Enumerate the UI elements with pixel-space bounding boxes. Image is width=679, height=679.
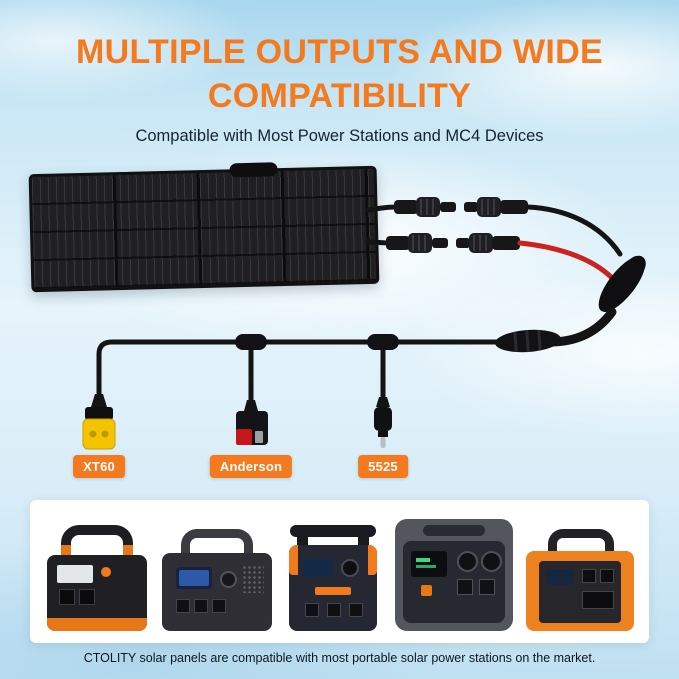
power-station-image-3 [285,525,381,631]
ps4-handle-slot [422,525,485,536]
ps2-power-button [220,571,238,588]
ps1-orange-stripe [46,618,147,631]
branch-boot-2 [367,334,399,350]
mc4-connector-pair-2 [365,233,615,281]
ps5-handle [548,529,615,557]
badge-5525: 5525 [358,455,408,478]
ps2-outlet-1 [176,599,191,613]
ps2-outlet-2 [194,599,209,613]
title-line-1: MULTIPLE OUTPUTS AND WIDE [76,33,603,71]
power-station-image-5 [526,529,635,631]
power-station-image-2 [162,529,273,631]
branch-boot-1 [235,334,267,350]
ps3-outlet-2 [327,603,342,617]
red-wire [517,240,615,281]
ps1-outlet-2 [78,589,95,605]
trunk-cable [96,339,503,397]
ps1-power-button [100,567,111,577]
y-splitter-boot [598,255,646,312]
ps4-screen [410,551,447,577]
ps3-handle-bar [290,525,377,537]
ps3-outlet-3 [349,603,364,617]
dc5525-connector [374,397,392,448]
ps5-screen [547,569,574,585]
badge-xt60: XT60 [73,455,125,478]
ps4-screen-readout-1 [415,558,430,562]
ps3-handle-post-left [297,534,309,547]
ps3-accent-right [368,545,378,575]
ps5-outlet-1 [582,569,597,583]
ps2-screen-glow [179,570,210,586]
power-stations-card [30,500,649,643]
ps4-outlet-4 [478,579,495,595]
ps1-handle-accent-right [122,545,133,557]
ps4-switch [420,585,432,596]
ps4-ac-outlet-1 [456,551,478,572]
xt60-connector [82,394,116,450]
ps3-accent-left [289,545,299,575]
ps3-brand-strip [315,587,352,595]
ps2-outlet-3 [212,599,227,613]
ps1-outlet-1 [58,589,75,605]
anderson-connector [236,400,268,445]
ps2-handle [181,529,254,559]
badge-anderson: Anderson [209,455,293,478]
ps4-ac-outlet-2 [480,551,502,572]
ps1-handle [60,525,133,559]
footer-caption: CTOLITY solar panels are compatible with… [83,651,596,665]
power-station-image-1 [45,525,149,631]
ps2-speaker-grille [242,565,265,593]
cable-strain-boot [495,329,561,353]
ps4-outlet-3 [456,579,473,595]
ps5-outlet-2 [600,569,615,583]
ps1-handle-accent-left [60,545,71,557]
ps4-screen-readout-2 [415,565,436,568]
mc4-connector-pair-1 [365,197,623,257]
ps3-outlet-1 [305,603,320,617]
ps3-handle-post-right [358,534,370,547]
ps3-screen [303,559,334,577]
ps1-screen [56,565,93,583]
power-station-image-4 [394,517,513,631]
ps3-dc-port [341,559,360,577]
header: MULTIPLE OUTPUTS AND WIDE COMPATIBILITY … [0,30,679,146]
ps5-outlet-3 [582,591,615,609]
title-line-2: COMPATIBILITY [207,77,472,116]
subtitle: Compatible with Most Power Stations and … [135,127,544,146]
